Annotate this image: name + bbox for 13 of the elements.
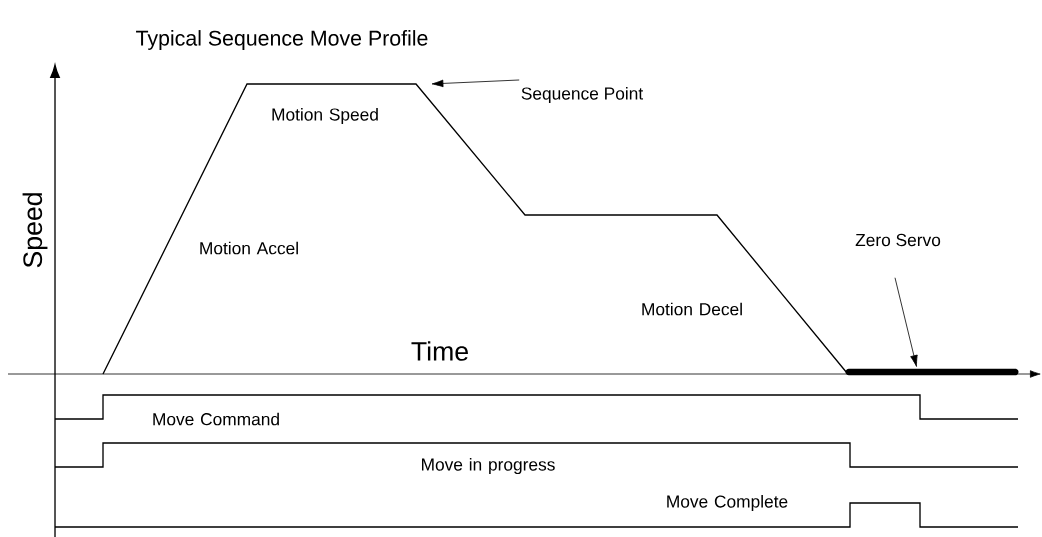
- signal-label: Move in progress: [422, 457, 555, 475]
- axis-label: Speed: [22, 193, 48, 268]
- leader-line: [431, 79, 520, 88]
- leader-line: [894, 277, 918, 367]
- signal-label: Move Complete: [667, 494, 788, 512]
- signal-label: Move Command: [153, 412, 279, 426]
- axis-label: Time: [411, 341, 468, 361]
- callout-text: Sequence Point: [521, 86, 644, 104]
- phase-label: Motion Decel: [642, 302, 742, 316]
- title: Typical Sequence Move Profile: [136, 30, 428, 50]
- phase-label: Motion Speed: [272, 107, 378, 125]
- callout-text: Zero Servo: [855, 233, 941, 247]
- phase-label: Motion Accel: [200, 241, 298, 255]
